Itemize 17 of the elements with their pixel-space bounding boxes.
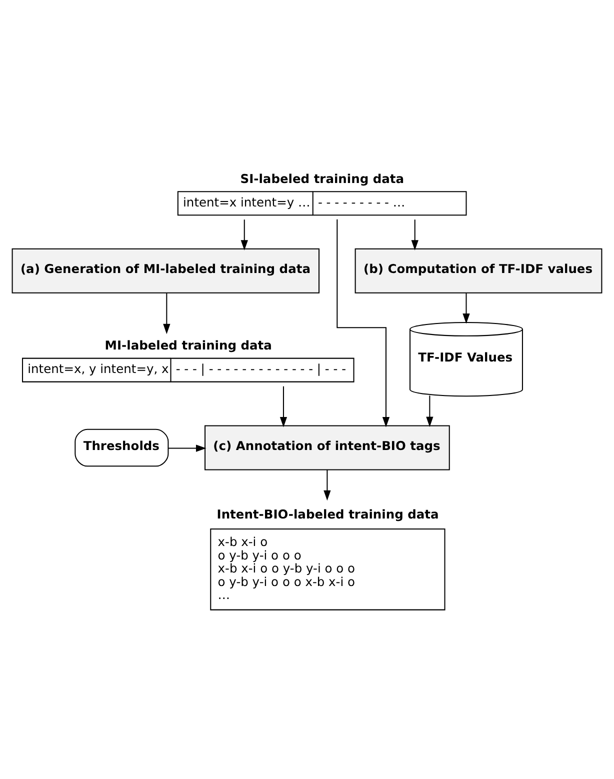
arrow <box>462 292 470 324</box>
node-label: Intent-BIO-labeled training data <box>216 506 439 521</box>
node-box: Thresholds <box>74 428 169 466</box>
node-box: x-b x-i o o y-b y-i o o o x-b x-i o o y-b y-i o o o o y-b y-i o o o x-b x-i o … <box>210 528 446 610</box>
arrow <box>411 219 418 250</box>
arrow <box>336 218 390 427</box>
arrow <box>280 386 288 427</box>
node-box: (a) Generation of MI-labeled training data <box>12 248 320 293</box>
arrow <box>240 219 248 250</box>
node-label: SI-labeled training data <box>240 172 404 186</box>
arrow <box>426 395 434 426</box>
node-box: (c) Annotation of intent-BIO tags <box>204 424 450 470</box>
node-box: (b) Computation of TF-IDF values <box>354 248 602 293</box>
arrow <box>163 292 170 334</box>
arrow <box>324 469 331 500</box>
node-label: MI-labeled training data <box>104 338 272 352</box>
arrow <box>168 444 206 452</box>
